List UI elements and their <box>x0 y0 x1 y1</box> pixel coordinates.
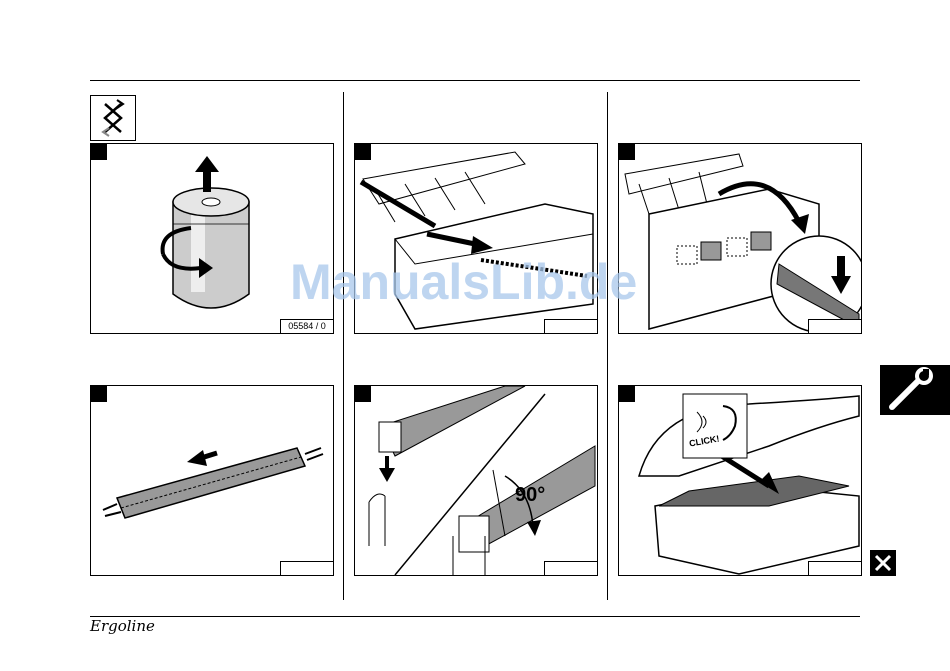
bottom-rule <box>90 616 860 617</box>
column-divider-1 <box>343 92 344 600</box>
lamp-change-icon <box>90 95 136 141</box>
close-icon <box>870 550 896 576</box>
watermark: ManualsLib.de <box>290 253 637 311</box>
column-divider-2 <box>607 92 608 600</box>
figure-number <box>280 561 333 575</box>
top-rule <box>90 80 860 81</box>
figure-number <box>544 561 597 575</box>
figure-number <box>544 319 597 333</box>
panel-replace-tube <box>90 385 334 576</box>
brand-logo: Ergoline <box>90 617 155 635</box>
angle-label: 90° <box>515 484 545 507</box>
figure-number: 05584 / 0 <box>280 319 333 333</box>
figure-number <box>808 561 861 575</box>
panel-close-canopy: CLICK! <box>618 385 862 576</box>
maintenance-tab <box>880 365 950 415</box>
panel-insert-tube: 90° <box>354 385 598 576</box>
wrench-icon <box>880 365 950 415</box>
panel-reflector-clip <box>618 143 862 334</box>
figure-number <box>808 319 861 333</box>
